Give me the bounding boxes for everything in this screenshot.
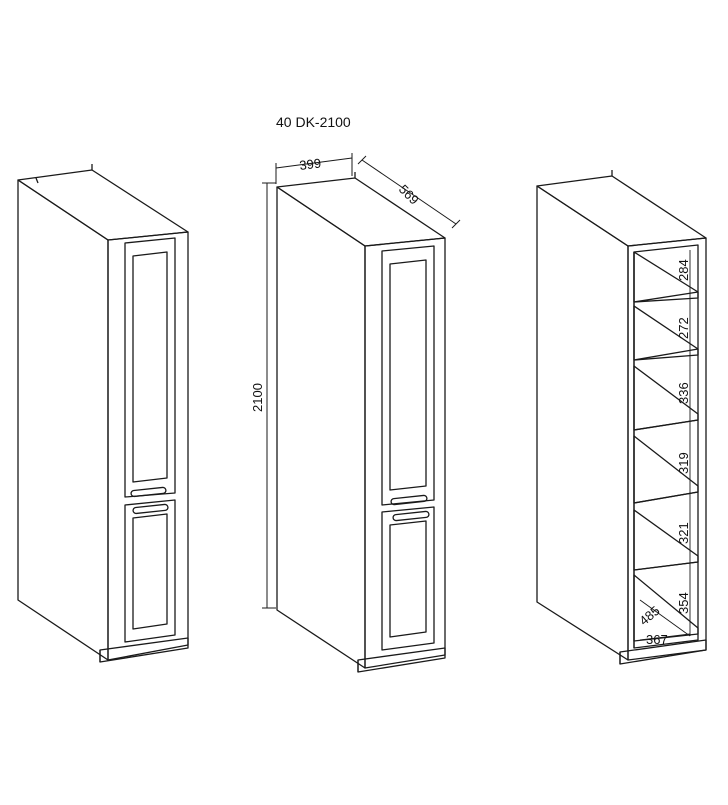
cabinet-middle-lower-handle [392,510,430,522]
cabinet-middle-drawing [276,172,446,673]
dim-width-label: 399 [299,155,322,173]
shelf-spacing-labels: 284 272 336 319 321 354 [676,259,691,614]
shelf-spacing-5: 321 [676,522,691,544]
cabinet-right-drawing [536,170,707,665]
shelf-spacing-2: 272 [676,317,691,339]
interior-width-label: 367 [646,632,668,647]
cabinet-right-back-panel [633,244,699,649]
cabinet-left-lower-handle [132,503,169,515]
cabinet-left-upper-handle [130,486,167,498]
cabinet-left-lower-door [124,499,176,643]
cabinet-middle-plinth [357,647,446,673]
shelf-spacing-3: 336 [676,382,691,404]
cabinet-left-drawing [17,164,189,663]
model-code-label: 40 DK-2100 [276,114,351,130]
dimension-lines [262,153,461,609]
cabinet-middle-upper-handle [390,494,428,506]
interior-depth-label: 485 [636,603,662,628]
shelf-spacing-6: 354 [676,592,691,614]
shelf-spacing-4: 319 [676,452,691,474]
shelf-spacing-1: 284 [676,259,691,281]
cabinet-middle-lower-door [381,506,435,651]
cabinet-left-upper-door [124,237,176,498]
cabinet-middle-front [364,237,446,669]
dim-height-label: 2100 [250,383,265,412]
cabinet-left-side-panel [17,179,109,661]
cabinet-right-shelves [633,251,699,642]
cabinet-middle-upper-door [381,245,435,506]
cabinet-middle-side-panel [276,186,366,669]
cabinet-right-side-panel [536,185,629,661]
cabinet-left-front [107,231,189,661]
